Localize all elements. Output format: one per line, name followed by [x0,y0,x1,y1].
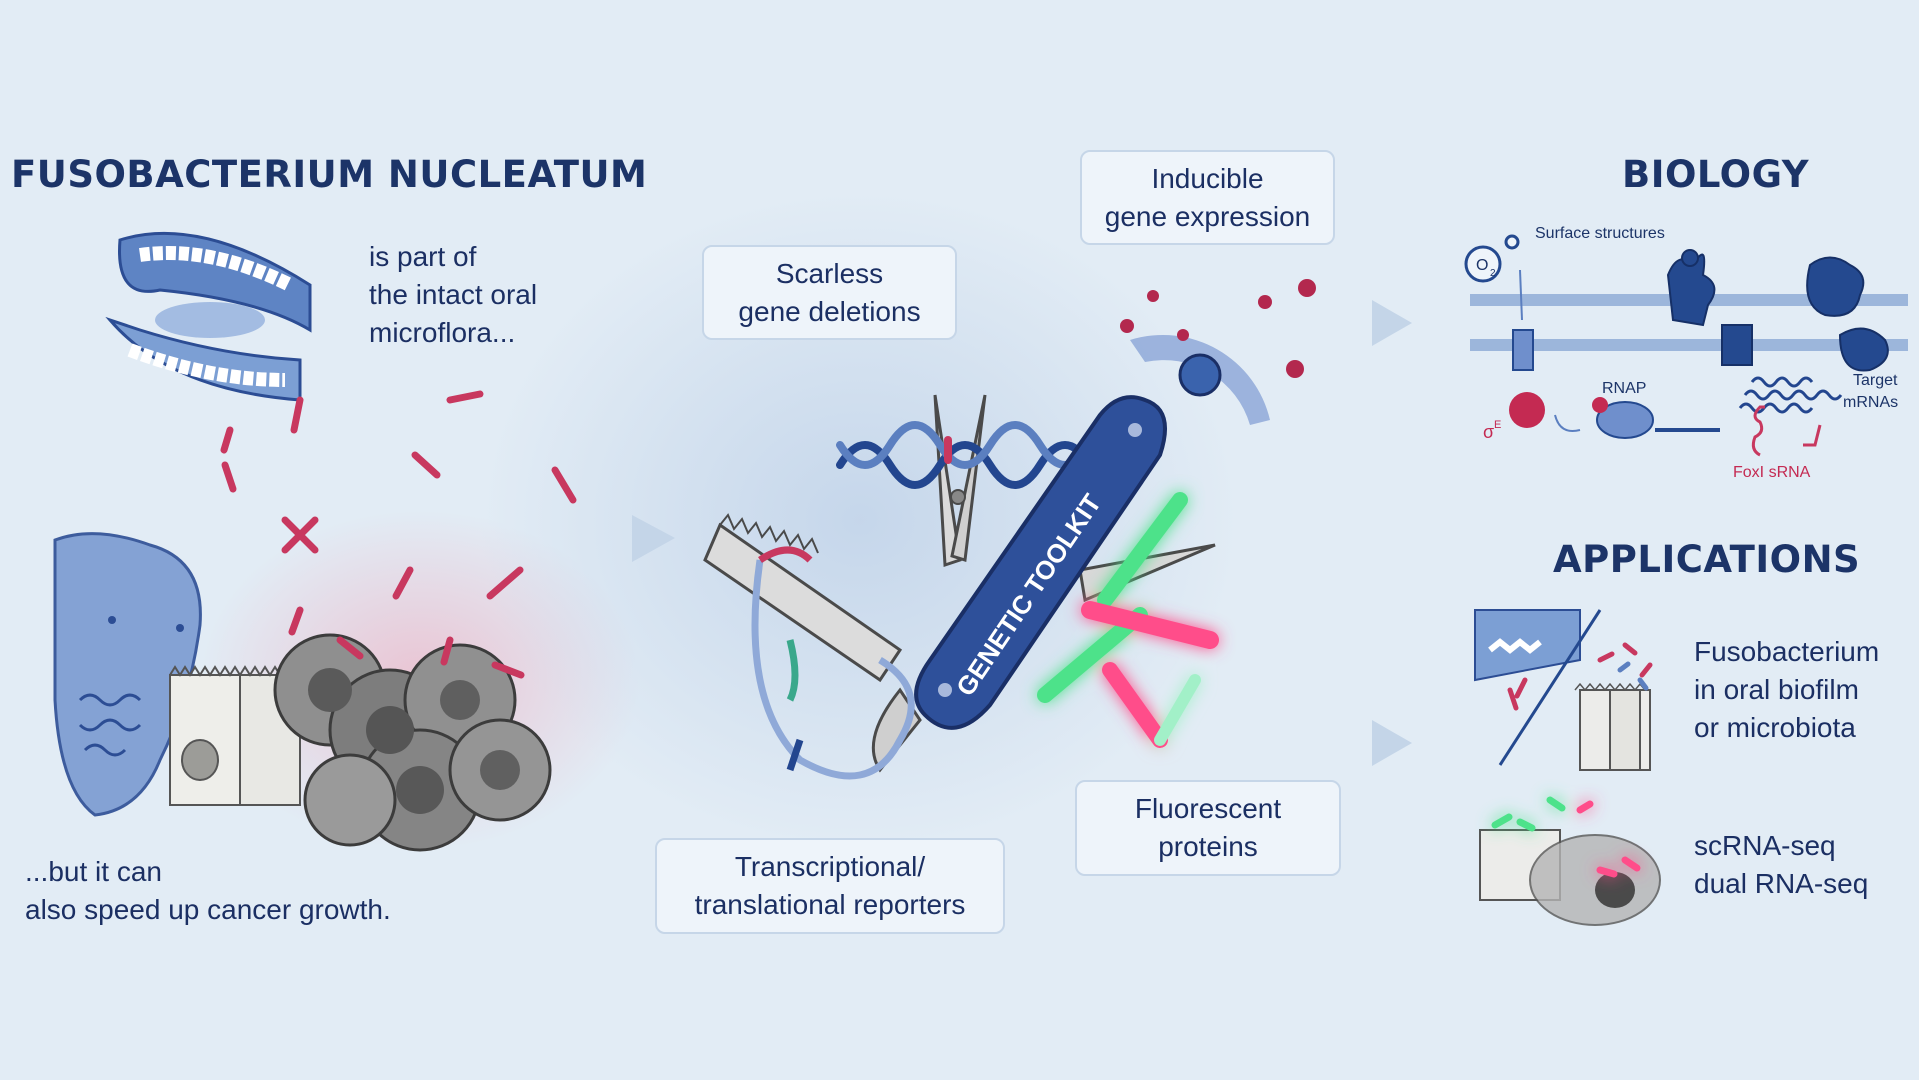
knife-handle [914,395,1167,730]
sigma-label: σ [1483,422,1494,442]
inducible-expression-box: Inducible gene expression [1080,150,1335,245]
intro-line-1: is part of [369,241,477,272]
fluorescent-line-2: proteins [1158,831,1258,862]
reporters-line-1: Transcriptional/ [734,851,926,882]
app1-line-3: or microbiota [1694,712,1856,743]
mouth-illustration [105,231,312,402]
cancer-text: ...but it can also speed up cancer growt… [25,853,391,929]
scarless-line-2: gene deletions [738,295,921,327]
target-mrnas [1738,376,1843,414]
applications-title: APPLICATIONS [1553,538,1861,581]
foxi-srna [1751,405,1822,457]
inducer-molecules [1120,279,1316,378]
surface-proteins [1666,249,1889,372]
sigma-superscript: E [1494,419,1501,431]
app1-line-2: in oral biofilm [1694,674,1859,705]
bacteria-rods-left [220,390,577,679]
plasmid-loop [751,546,915,780]
dual-rnaseq-thumbnail [1479,796,1661,926]
transmembrane-sensor [1509,329,1545,428]
surface-structures-label: Surface structures [1535,225,1665,242]
oral-biofilm-thumbnail [1474,609,1653,771]
fusobacterium-title: FUSOBACTERIUM NUCLEATUM [11,153,648,196]
inducible-line-2: gene expression [1104,200,1311,232]
reporters-box: Transcriptional/ translational reporters [655,838,1005,934]
scissors [933,394,987,568]
dna-helix [836,421,1094,489]
o2-molecule [1464,234,1523,321]
app1-line-1: Fusobacterium [1694,636,1880,667]
saw-blade [703,513,903,683]
scarless-line-1: Scarless [775,257,884,289]
intro-line-2: the intact oral [369,279,538,310]
app2-line-1: scRNA-seq [1694,830,1836,861]
arrow-to-applications [1372,720,1412,766]
o2-label: O [1476,257,1488,274]
tumor-cells [273,633,552,852]
cancer-line-2: also speed up cancer growth. [25,894,391,925]
fluorescent-line-1: Fluorescent [1134,793,1282,824]
inducible-line-1: Inducible [1151,162,1264,194]
biology-title: BIOLOGY [1622,153,1809,196]
target-label-line1: Target [1853,372,1898,389]
foxi-srna-label: FoxI sRNA [1733,464,1811,481]
rnap-complex [1554,397,1720,439]
intro-line-3: microflora... [369,317,516,348]
intro-text: is part of the intact oral microflora... [369,238,537,352]
rnap-label: RNAP [1602,380,1646,397]
induction-arrow [1130,334,1270,425]
o2-subscript: 2 [1490,268,1496,279]
fluorescent-rods [1037,492,1219,748]
application-rnaseq-text: scRNA-seq dual RNA-seq [1694,827,1868,903]
cancer-line-1: ...but it can [25,856,162,887]
arrow-to-toolkit [632,515,675,562]
fluorescent-proteins-box: Fluorescent proteins [1075,780,1341,876]
target-label-line2: mRNAs [1843,394,1898,411]
reporters-line-2: translational reporters [694,889,966,920]
application-biofilm-text: Fusobacterium in oral biofilm or microbi… [1694,633,1879,747]
app2-line-2: dual RNA-seq [1694,868,1869,899]
arrow-to-biology [1372,300,1412,346]
scarless-deletions-box: Scarless gene deletions [702,245,957,340]
